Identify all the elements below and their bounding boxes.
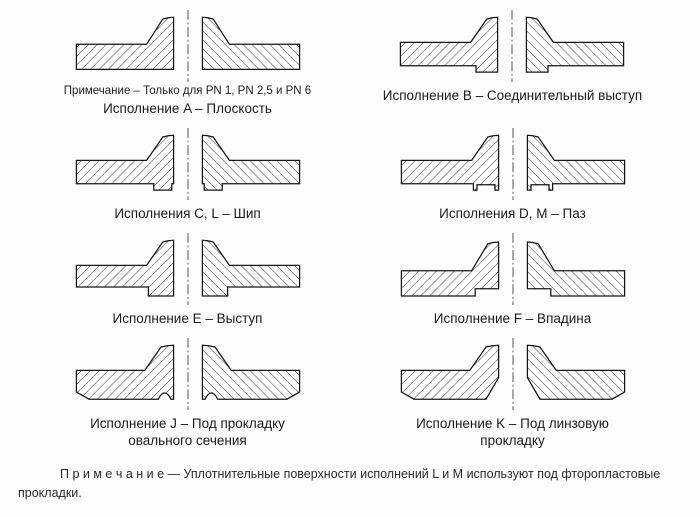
flange-drawing-c-l	[62, 126, 314, 202]
flange-drawing-e	[62, 231, 314, 307]
flange-left-half	[75, 134, 174, 191]
figure-b-caption: Исполнение B – Соединительный выступ	[382, 88, 643, 103]
figure-c-l-caption: Исполнения C, L – Шип	[114, 205, 261, 221]
figure-d-m-caption: Исполнения D, M – Паз	[439, 205, 586, 221]
flange-left-half	[400, 344, 499, 400]
flange-right-half	[526, 241, 625, 297]
flange-drawing-f	[387, 231, 639, 307]
flange-drawing-b	[386, 8, 638, 84]
figure-k-caption: Исполнение K – Под линзовую прокладку	[416, 415, 609, 448]
flange-drawing-k	[387, 336, 639, 412]
flange-right-half	[526, 344, 625, 400]
figure-j-caption: Исполнение J – Под прокладку овального с…	[90, 415, 285, 448]
flange-left-half	[75, 344, 174, 400]
figure-execution-f: Исполнение F – Впадина	[387, 231, 639, 328]
figure-execution-j: Исполнение J – Под прокладку овального с…	[62, 336, 314, 450]
flange-cross-section	[75, 232, 300, 305]
figure-execution-b: Исполнение B – Соединительный выступ	[383, 8, 642, 118]
flange-cross-section	[400, 232, 625, 305]
flange-left-half	[75, 239, 174, 297]
flange-right-half	[201, 344, 300, 400]
flange-drawing-a	[62, 8, 314, 84]
figure-a-pn-note: Примечание – Только для PN 1, PN 2,5 и P…	[63, 85, 312, 97]
flange-left-half	[400, 134, 499, 191]
flange-right-half	[526, 134, 625, 191]
figure-a-caption: Исполнение A – Плоскость	[103, 101, 272, 116]
figure-executions-c-l: Исполнения C, L – Шип	[62, 126, 314, 223]
flange-drawing-d-m	[387, 126, 639, 202]
flange-left-half	[75, 16, 174, 71]
flange-cross-section	[400, 127, 625, 200]
flange-left-half	[400, 16, 499, 73]
flange-right-half	[201, 134, 300, 191]
figure-executions-d-m: Исполнения D, M – Паз	[387, 126, 639, 223]
flange-cross-section	[400, 337, 625, 410]
flange-drawing-j	[62, 336, 314, 412]
flange-right-half	[201, 16, 300, 71]
flange-right-half	[201, 239, 300, 297]
flange-left-half	[400, 241, 499, 297]
flange-cross-section	[75, 10, 300, 82]
flange-cross-section	[75, 337, 300, 410]
figure-execution-e: Исполнение E – Выступ	[62, 231, 314, 328]
flange-cross-section	[400, 10, 625, 82]
figure-execution-k: Исполнение K – Под линзовую прокладку	[387, 336, 639, 450]
flange-cross-section	[75, 127, 300, 200]
figure-f-caption: Исполнение F – Впадина	[433, 310, 592, 326]
figure-e-caption: Исполнение E – Выступ	[112, 310, 263, 326]
figures-grid: Примечание – Только для PN 1, PN 2,5 и P…	[0, 8, 700, 449]
figure-execution-a: Примечание – Только для PN 1, PN 2,5 и P…	[62, 8, 314, 118]
flange-right-half	[526, 16, 625, 73]
footnote: П р и м е ч а н и е — Уплотнительные пов…	[18, 467, 661, 501]
